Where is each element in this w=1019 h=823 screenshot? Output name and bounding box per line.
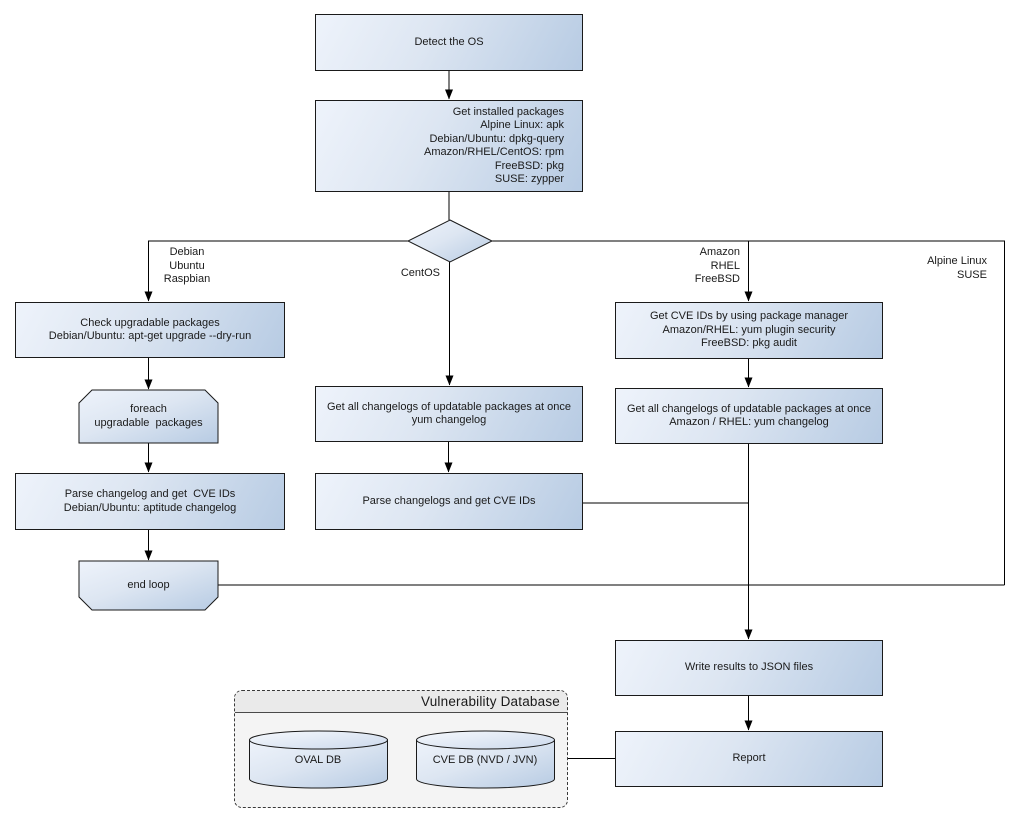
node-report: Report (615, 731, 883, 787)
vulnerability-database-title: Vulnerability Database (421, 694, 560, 709)
node-get-changelogs-amazon-rhel: Get all changelogs of updatable packages… (615, 388, 883, 444)
vulnerability-database-header: Vulnerability Database (235, 691, 567, 713)
node-write-results-json: Write results to JSON files (615, 640, 883, 696)
oval-db-cylinder (249, 730, 388, 789)
node-parse-changelogs-centos: Parse changelogs and get CVE IDs (315, 473, 583, 530)
loop-end-shape (78, 560, 219, 611)
loop-start-shape (78, 389, 219, 444)
edge-alpine-suse-branch (492, 240, 1005, 585)
edge-decision-to-check-upgradable (144, 240, 408, 302)
cve-db-cylinder (416, 730, 555, 789)
branch-label-centos: CentOS (400, 267, 440, 279)
node-detect-os: Detect the OS (315, 14, 583, 71)
node-get-changelogs-centos: Get all changelogs of updatable packages… (315, 386, 583, 442)
os-decision-diamond (406, 219, 494, 263)
